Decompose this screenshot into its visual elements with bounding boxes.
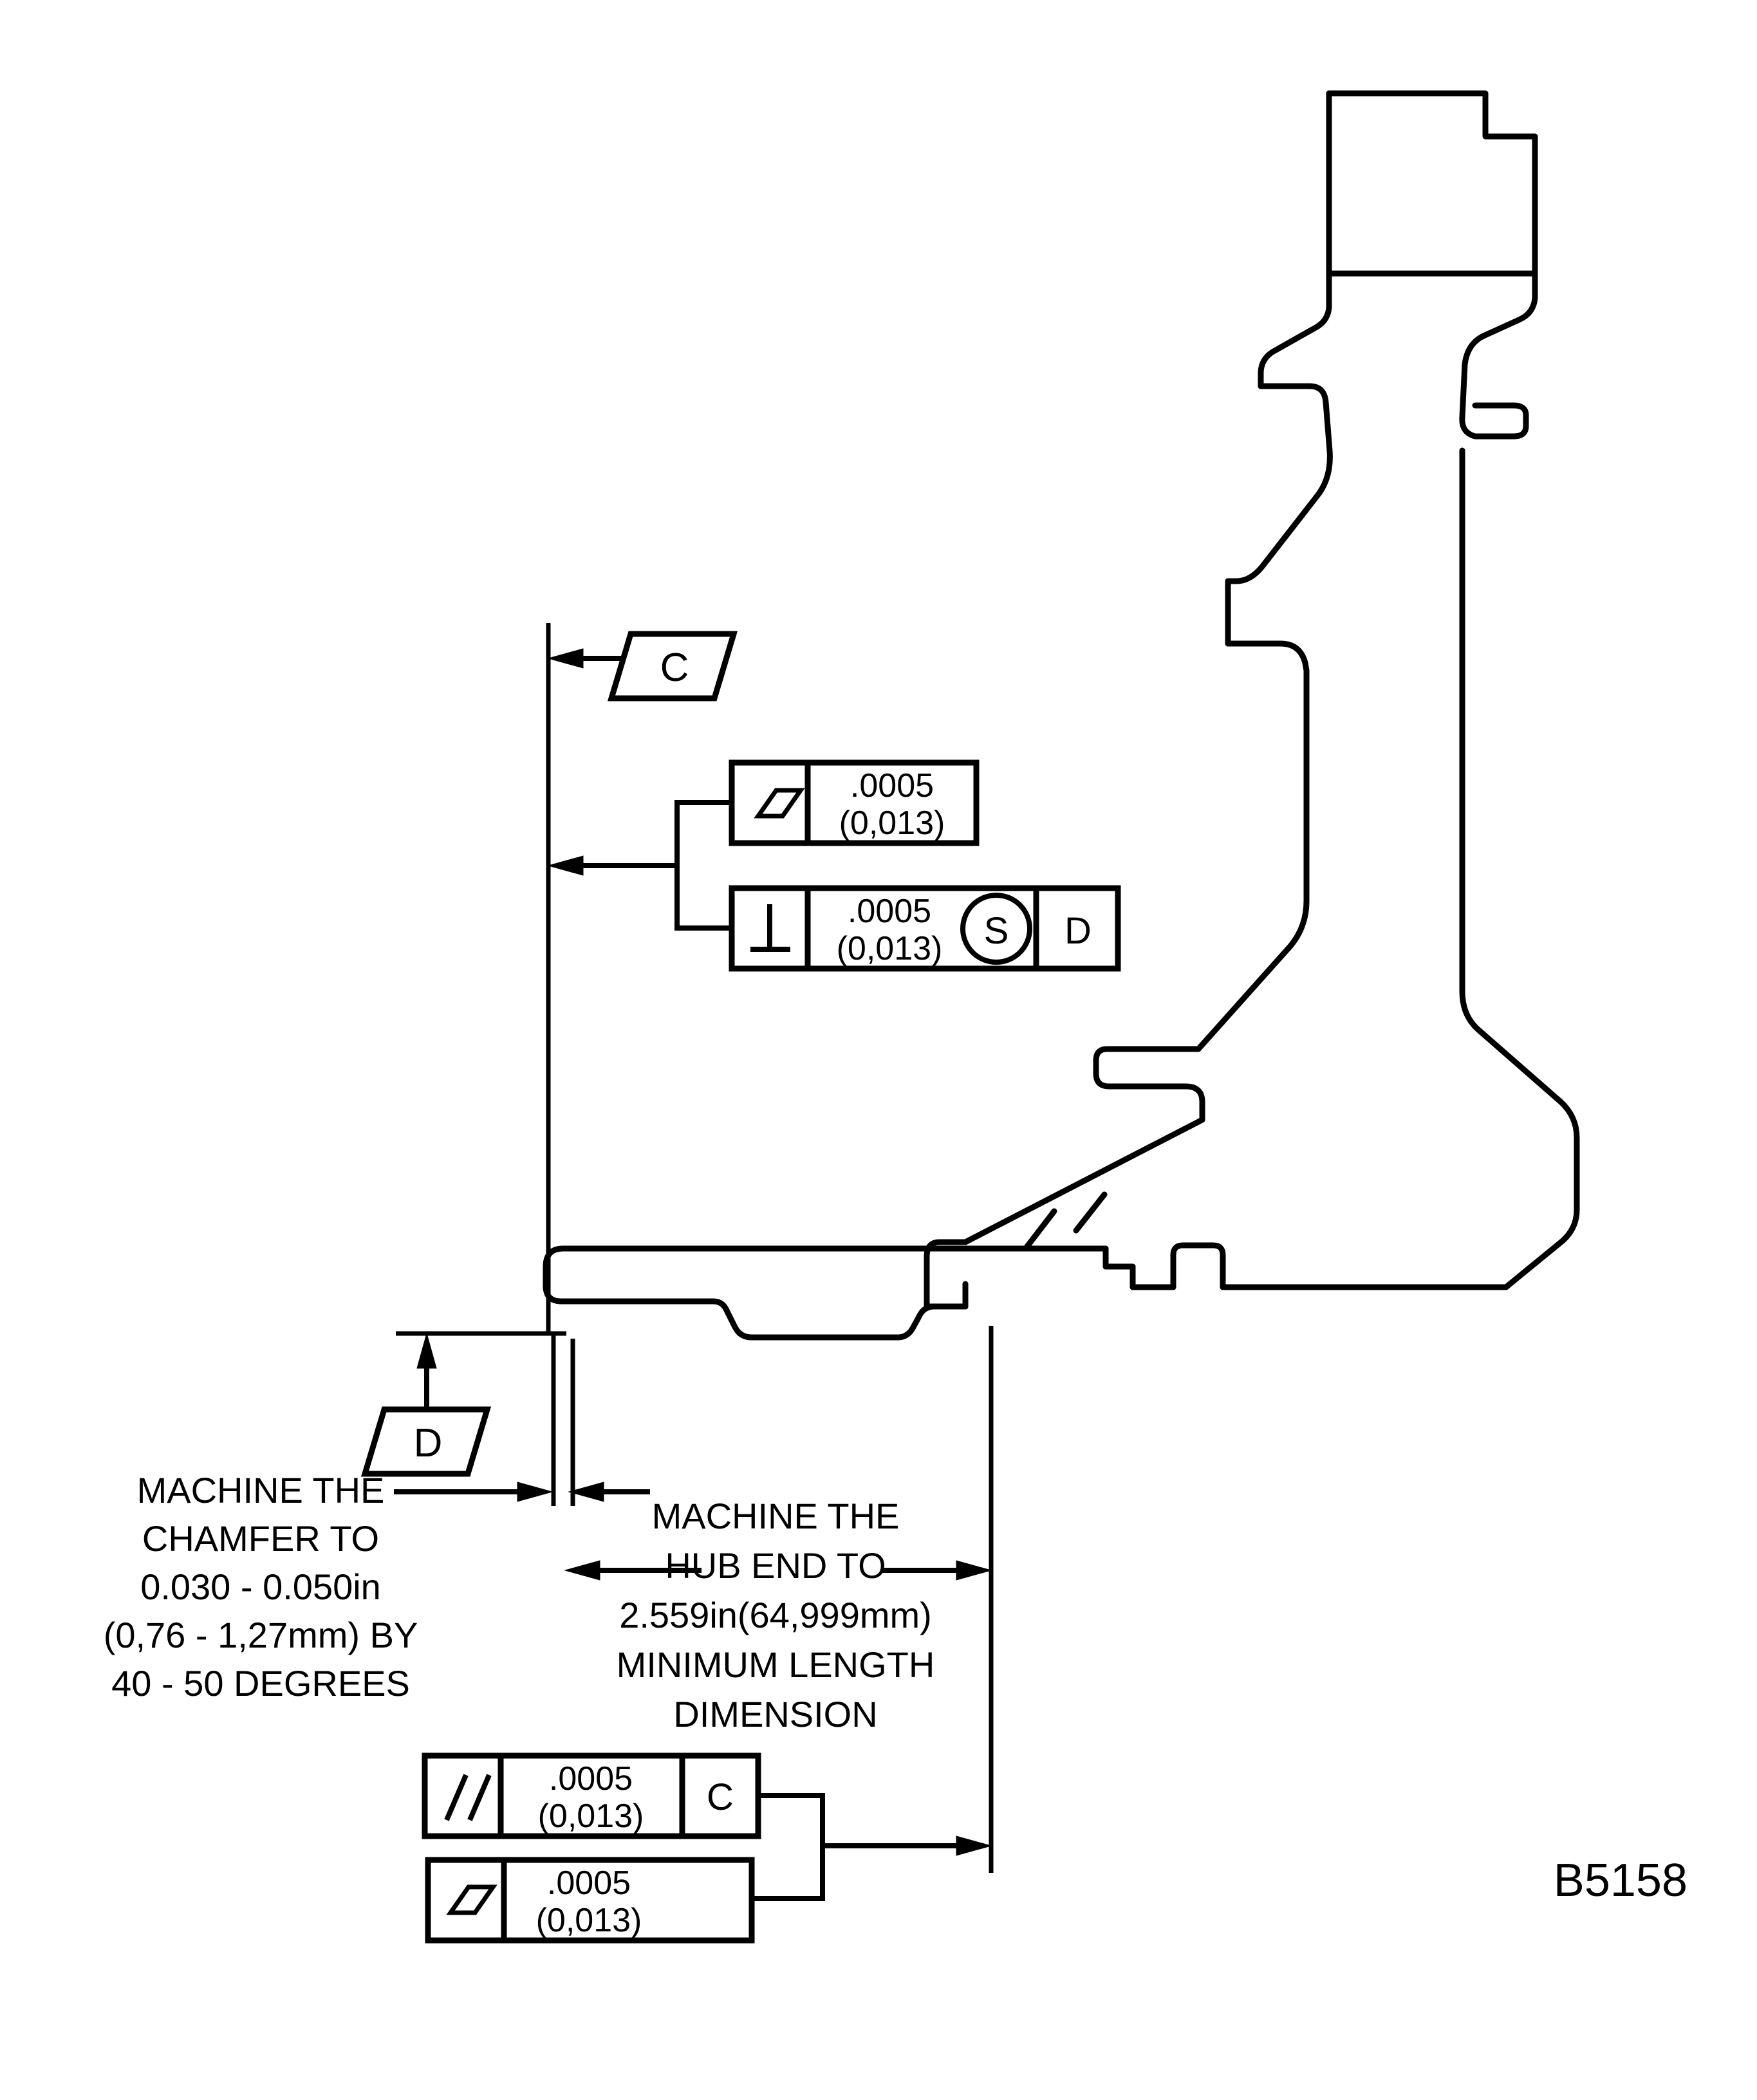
fcf-flatness-upper-tol-in: .0005 (850, 767, 934, 804)
note-hub-line-5: DIMENSION (673, 1694, 877, 1734)
feature-control-frame-flatness-upper: .0005 (0,013) (729, 759, 980, 846)
modifier-s-icon: S (960, 893, 1032, 965)
fcf-parallelism-tol-in: .0005 (549, 1760, 633, 1798)
dimension-lines (396, 623, 994, 1873)
fcf-flatness-lower-tol-mm: (0,013) (536, 1902, 642, 1939)
note-hub-line-3: 2.559in(64,999mm) (619, 1595, 932, 1635)
arrow-chamfer-note (394, 1482, 553, 1502)
feature-control-frame-parallelism: .0005 (0,013) C (422, 1752, 761, 1839)
feature-control-frame-perpendicularity: .0005 (0,013) S D (729, 885, 1121, 972)
note-chamfer-line-3: 0.030 - 0.050in (140, 1566, 381, 1607)
datum-c-label: C (660, 646, 689, 690)
arrow-hub-right (882, 1560, 992, 1581)
arrow-chamfer-right (568, 1482, 650, 1502)
feature-control-frame-flatness-lower: .0005 (0,013) (425, 1857, 755, 1944)
fcf-parallelism-datum-c: C (707, 1776, 734, 1818)
flatness-lower-icon (446, 1884, 497, 1915)
note-chamfer-line-2: CHAMFER TO (142, 1518, 379, 1559)
fcf-parallelism-tol-mm: (0,013) (538, 1798, 644, 1835)
flatness-icon (754, 788, 805, 819)
figure-id: B5158 (1554, 1855, 1687, 1906)
arrow-datum-d (416, 1332, 437, 1409)
fcf-perp-datum-d: D (1064, 910, 1092, 952)
datum-d-label: D (414, 1421, 443, 1465)
note-hub-end: MACHINE THE HUB END TO 2.559in(64,999mm)… (617, 1496, 935, 1734)
note-chamfer-line-4: (0,76 - 1,27mm) BY (104, 1615, 418, 1655)
arrow-fcf-lower (843, 1835, 992, 1856)
part-outline (543, 90, 1580, 1341)
fcf-perp-modifier: S (984, 910, 1009, 952)
note-chamfer: MACHINE THE CHAMFER TO 0.030 - 0.050in (… (104, 1470, 418, 1704)
leader-arrows (394, 648, 992, 1856)
fcf-perp-tol-mm: (0,013) (837, 930, 943, 967)
note-hub-line-2: HUB END TO (665, 1545, 886, 1586)
note-hub-line-1: MACHINE THE (652, 1496, 900, 1536)
note-chamfer-line-1: MACHINE THE (137, 1470, 385, 1510)
parallelism-icon (444, 1774, 492, 1821)
note-hub-line-4: MINIMUM LENGTH (617, 1644, 935, 1685)
arrow-hub-left (564, 1560, 702, 1581)
leader-brackets (655, 800, 843, 1901)
datum-symbol-d: D (360, 1406, 492, 1477)
fcf-flatness-lower-tol-in: .0005 (547, 1864, 631, 1902)
arrow-fcf-upper (547, 855, 655, 876)
datum-symbol-c: C (607, 631, 738, 702)
perpendicularity-icon (750, 904, 790, 952)
fcf-flatness-upper-tol-mm: (0,013) (839, 804, 945, 842)
note-chamfer-line-5: 40 - 50 DEGREES (111, 1663, 410, 1704)
fcf-perp-tol-in: .0005 (848, 893, 931, 930)
arrow-datum-c (547, 648, 624, 669)
